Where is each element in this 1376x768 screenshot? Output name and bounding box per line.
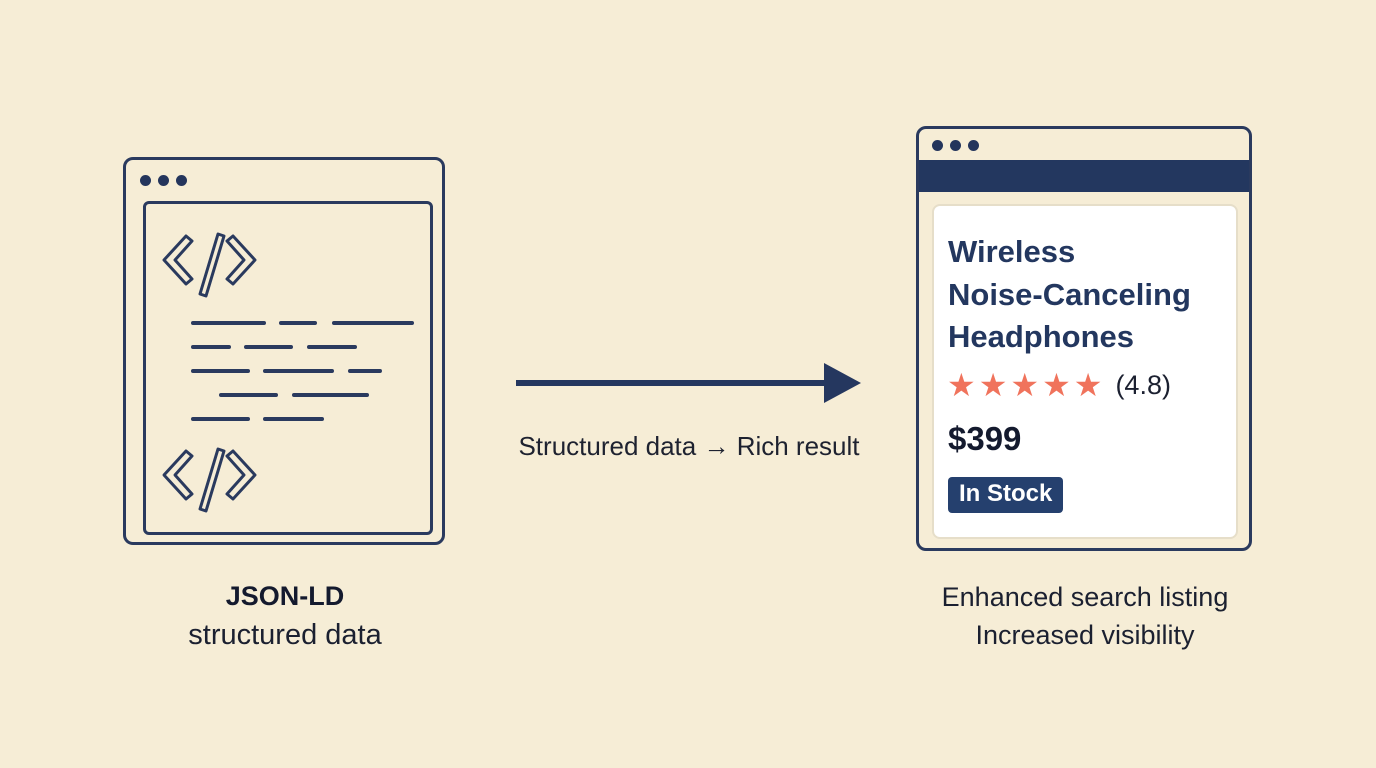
star-icon: ★	[1073, 367, 1103, 403]
code-line	[191, 345, 231, 349]
window-dot-icon	[950, 140, 961, 151]
right-caption-line-2: Increased visibility	[975, 620, 1195, 650]
code-tag-close-icon	[162, 447, 257, 513]
code-line	[307, 345, 357, 349]
star-icon: ★	[1042, 367, 1071, 403]
rating-value: (4.8)	[1115, 369, 1171, 400]
code-line	[263, 369, 334, 373]
transition-caption: Structured data → Rich result	[518, 431, 860, 461]
availability-badge: In Stock	[948, 477, 1064, 513]
star-rating: ★ ★ ★ ★ ★ (4.8)	[947, 369, 1171, 401]
code-line	[244, 345, 293, 349]
product-title-line[interactable]: Noise-Canceling	[948, 277, 1191, 312]
search-result-window: Wireless Noise-Canceling Headphones ★ ★ …	[916, 126, 1252, 551]
right-caption-line-1: Enhanced search listing	[941, 582, 1229, 612]
product-title-line[interactable]: Wireless	[948, 234, 1076, 269]
code-line	[292, 393, 369, 397]
window-dot-icon	[968, 140, 979, 151]
code-editor-pane	[143, 201, 433, 535]
window-dots	[140, 175, 187, 186]
product-price: $399	[948, 420, 1022, 457]
star-icon: ★	[1010, 367, 1040, 403]
arrow-right-icon	[824, 363, 861, 403]
window-dot-icon	[932, 140, 943, 151]
code-line	[219, 393, 278, 397]
window-dot-icon	[158, 175, 169, 186]
product-title-line[interactable]: Headphones	[948, 319, 1135, 354]
code-line	[191, 369, 250, 373]
left-label-title: JSON-LD	[225, 581, 345, 611]
window-dots	[932, 140, 979, 151]
code-window	[123, 157, 445, 545]
code-line	[348, 369, 382, 373]
code-tag-open-icon	[162, 232, 257, 298]
arrow-shaft	[516, 380, 826, 386]
code-line	[191, 321, 266, 325]
code-line	[191, 417, 250, 421]
window-header-bar	[919, 160, 1249, 192]
code-line	[263, 417, 324, 421]
window-dot-icon	[140, 175, 151, 186]
code-line	[279, 321, 317, 325]
left-label-subtitle: structured data	[188, 619, 382, 651]
star-icon: ★	[947, 367, 976, 403]
code-line	[332, 321, 414, 325]
window-dot-icon	[176, 175, 187, 186]
star-icon: ★	[978, 367, 1008, 403]
rich-result-card[interactable]: Wireless Noise-Canceling Headphones ★ ★ …	[932, 204, 1238, 539]
